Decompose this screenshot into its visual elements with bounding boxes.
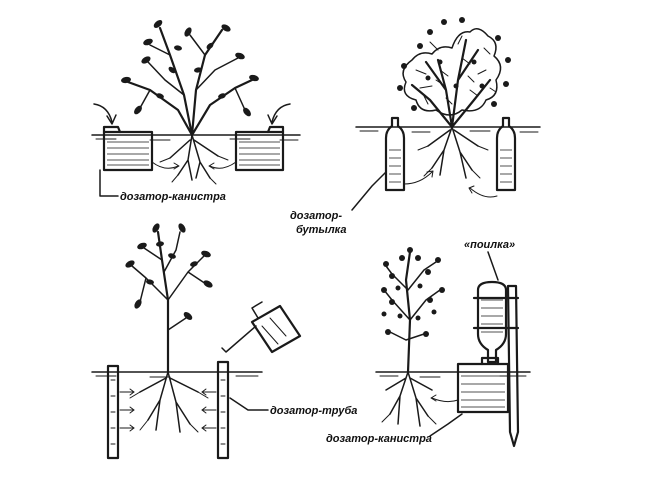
tree-leaves	[125, 223, 213, 320]
flow-arrows-left	[119, 391, 135, 429]
arrow-left-in	[93, 103, 113, 123]
panel-tomato-poilka: «поилка» дозатор-канистра	[326, 239, 531, 448]
watering-can	[221, 301, 302, 354]
bush-roots	[417, 126, 489, 179]
leader-pipe	[229, 397, 269, 411]
pipe-left	[106, 364, 120, 460]
label-bottle-line2: бутылка	[296, 224, 347, 236]
tree-roots	[129, 371, 209, 433]
label-canister-top: дозатор-канистра	[120, 191, 226, 203]
poilka-bottle	[472, 280, 520, 364]
canister-right	[234, 125, 285, 172]
leader-canister-bottom	[429, 413, 463, 437]
pipe-right	[216, 360, 230, 460]
shrub-roots	[159, 134, 229, 185]
flow-arrow-canister	[431, 397, 459, 403]
panel-bush-bottles: дозатор- бутылка	[290, 17, 541, 236]
flow-arrow-bottle-left	[403, 171, 433, 185]
tomato-leaves	[381, 247, 445, 337]
bottle-left	[384, 116, 406, 192]
arrow-right-in	[271, 103, 291, 123]
shrub-leaves	[121, 20, 259, 117]
flow-arrow-right	[209, 161, 237, 169]
tomato-roots	[381, 371, 437, 427]
canister-ground	[456, 356, 510, 414]
label-poilka: «поилка»	[464, 239, 515, 251]
tree-branches	[131, 230, 207, 374]
label-bottle-line1: дозатор-	[290, 210, 342, 222]
leader-bottle	[351, 171, 387, 211]
shrub-stems	[126, 26, 254, 137]
label-pipe: дозатор-труба	[270, 405, 357, 417]
label-canister-bottom: дозатор-канистра	[326, 433, 432, 445]
bush-canopy	[397, 17, 511, 129]
panel-shrub-canisters: дозатор-канистра	[91, 20, 301, 203]
leader-canister-top	[99, 169, 119, 197]
stake	[506, 284, 520, 448]
flow-arrow-bottle-right	[469, 187, 498, 198]
canister-left	[102, 125, 154, 172]
bottle-right	[495, 116, 517, 192]
leader-poilka	[487, 251, 499, 281]
flow-arrows-right	[201, 391, 217, 429]
panel-tree-pipes: дозатор-труба	[91, 223, 357, 460]
flow-arrow-left	[151, 161, 179, 169]
